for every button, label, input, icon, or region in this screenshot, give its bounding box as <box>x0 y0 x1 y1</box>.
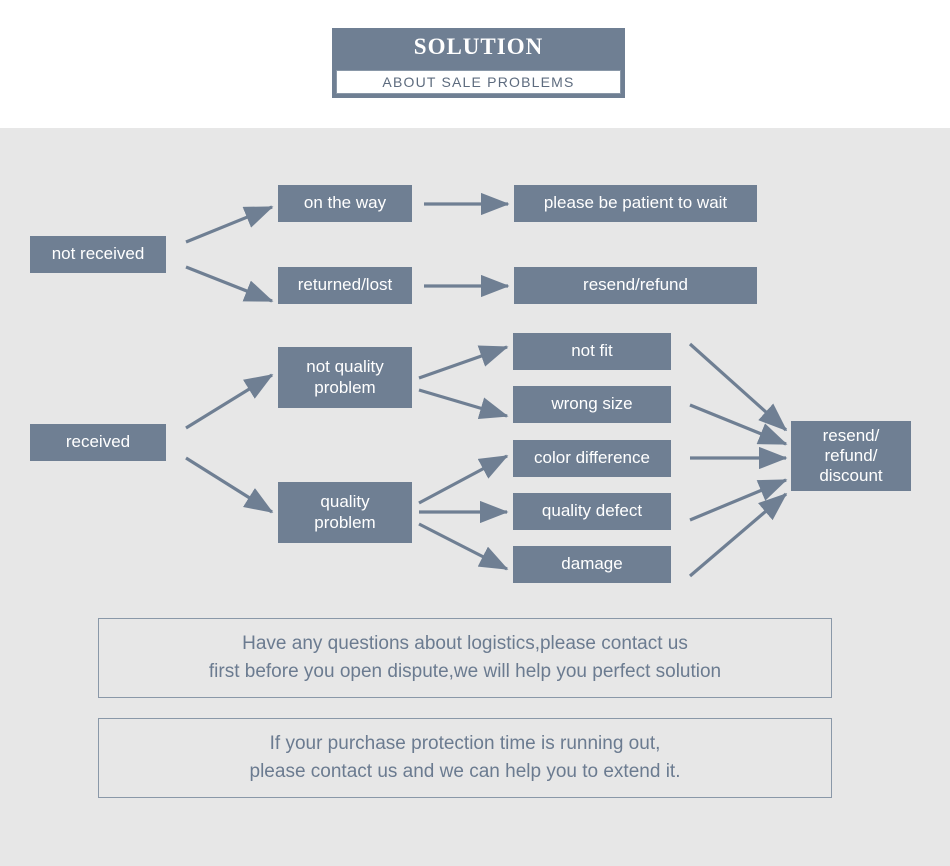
node-please-be-patient-to-wait[interactable]: please be patient to wait <box>514 185 757 222</box>
arrow-received-to-quality-problem <box>185 456 274 514</box>
subtitle-box: ABOUT SALE PROBLEMS <box>336 70 621 94</box>
arrow-quality-to-damage <box>418 522 509 571</box>
arrow-damage-to-final <box>688 492 788 578</box>
arrow-not-received-to-on-the-way <box>185 205 274 244</box>
node-resend-refund[interactable]: resend/refund <box>514 267 757 304</box>
flowchart-canvas: not received on the way returned/lost pl… <box>0 128 950 866</box>
node-color-difference[interactable]: color difference <box>513 440 671 477</box>
title-block: SOLUTION ABOUT SALE PROBLEMS <box>332 28 625 98</box>
node-quality-defect[interactable]: quality defect <box>513 493 671 530</box>
arrow-quality-to-color-difference <box>418 454 509 505</box>
arrow-not-quality-to-wrong-size <box>418 388 509 420</box>
node-quality-problem[interactable]: quality problem <box>278 482 412 543</box>
arrow-not-quality-to-not-fit <box>418 345 509 380</box>
arrow-layer <box>185 192 788 578</box>
node-wrong-size[interactable]: wrong size <box>513 386 671 423</box>
arrow-not-fit-to-final <box>688 342 788 432</box>
node-damage[interactable]: damage <box>513 546 671 583</box>
arrow-quality-defect-to-final <box>689 478 788 522</box>
node-on-the-way[interactable]: on the way <box>278 185 412 222</box>
note-protection-time: If your purchase protection time is runn… <box>98 718 832 798</box>
header-band: SOLUTION ABOUT SALE PROBLEMS <box>0 0 950 128</box>
node-not-fit[interactable]: not fit <box>513 333 671 370</box>
node-resend-refund-discount[interactable]: resend/ refund/ discount <box>791 421 911 491</box>
page-subtitle: ABOUT SALE PROBLEMS <box>382 74 575 90</box>
arrow-not-received-to-returned-lost <box>185 265 274 303</box>
node-not-received[interactable]: not received <box>30 236 166 273</box>
node-returned-lost[interactable]: returned/lost <box>278 267 412 304</box>
arrow-received-to-not-quality-problem <box>185 373 274 430</box>
arrow-wrong-size-to-final <box>689 403 788 446</box>
page-title: SOLUTION <box>413 34 544 59</box>
node-not-quality-problem[interactable]: not quality problem <box>278 347 412 408</box>
node-received[interactable]: received <box>30 424 166 461</box>
note-logistics: Have any questions about logistics,pleas… <box>98 618 832 698</box>
